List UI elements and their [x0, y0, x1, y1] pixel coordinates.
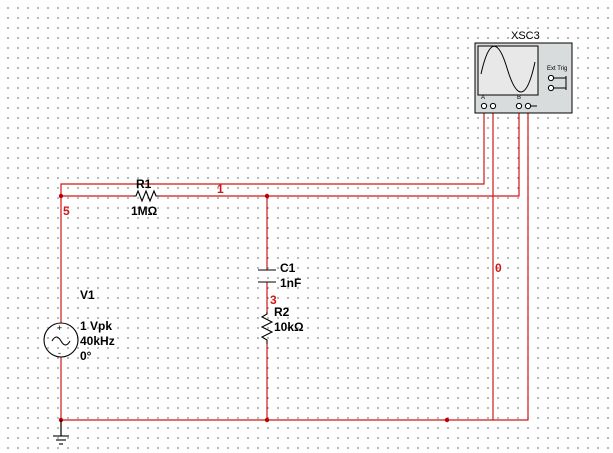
- c1-value-label: 1nF: [280, 276, 301, 290]
- channel-a-label: A: [481, 95, 485, 101]
- resistor-icon: [260, 312, 274, 344]
- r1-value-label: 1MΩ: [131, 204, 158, 218]
- svg-text:+: +: [57, 323, 62, 333]
- channel-a-ground-terminal[interactable]: [489, 102, 497, 110]
- ac-source-icon: + -: [43, 322, 79, 358]
- net-label-5[interactable]: 5: [63, 204, 70, 218]
- junction-bottom-mid: [444, 417, 450, 423]
- svg-text:-: -: [58, 348, 61, 358]
- capacitor-icon: [258, 269, 276, 283]
- junction-bottom-r2: [264, 417, 270, 423]
- oscilloscope-xsc3[interactable]: XSC3 Ext Trig A B: [474, 30, 573, 114]
- ext-trig-label: Ext Trig: [547, 66, 567, 72]
- oscilloscope-ref-label: XSC3: [511, 30, 540, 42]
- v1-phase-label: 0°: [80, 349, 92, 363]
- v1-amplitude-label: 1 Vpk: [80, 319, 112, 333]
- junctions: [58, 193, 450, 423]
- resistor-icon: [133, 189, 159, 203]
- r2-value-label: 10kΩ: [274, 320, 304, 334]
- net-label-3[interactable]: 3: [270, 293, 277, 307]
- ext-trig-terminal[interactable]: [547, 74, 555, 82]
- c1-ref-label: C1: [280, 261, 296, 275]
- channel-b-terminal[interactable]: [515, 102, 523, 110]
- wire-ground-rail[interactable]: [61, 106, 529, 421]
- ac-source-v1[interactable]: + - V1 1 Vpk 40kHz 0°: [43, 288, 115, 363]
- ground-icon[interactable]: [53, 420, 69, 445]
- wire-node1-scope-b[interactable]: [159, 106, 520, 197]
- junction-node5: [58, 193, 64, 199]
- resistor-r2[interactable]: R2 10kΩ: [260, 305, 304, 344]
- channel-b-ground-terminal[interactable]: [524, 102, 532, 110]
- r2-ref-label: R2: [274, 305, 290, 319]
- v1-frequency-label: 40kHz: [80, 334, 115, 348]
- channel-b-label: B: [517, 95, 521, 101]
- r1-ref-label: R1: [136, 177, 152, 191]
- channel-a-terminal[interactable]: [480, 102, 488, 110]
- wires: [60, 106, 529, 436]
- junction-node1: [264, 193, 270, 199]
- net-label-1[interactable]: 1: [217, 182, 224, 196]
- resistor-r1[interactable]: R1 1MΩ: [131, 177, 159, 218]
- v1-ref-label: V1: [80, 288, 95, 302]
- wire-scope-a[interactable]: [60, 106, 485, 196]
- capacitor-c1[interactable]: C1 1nF: [258, 261, 301, 290]
- net-label-0[interactable]: 0: [495, 261, 502, 275]
- ext-trig-ground-terminal[interactable]: [547, 84, 555, 92]
